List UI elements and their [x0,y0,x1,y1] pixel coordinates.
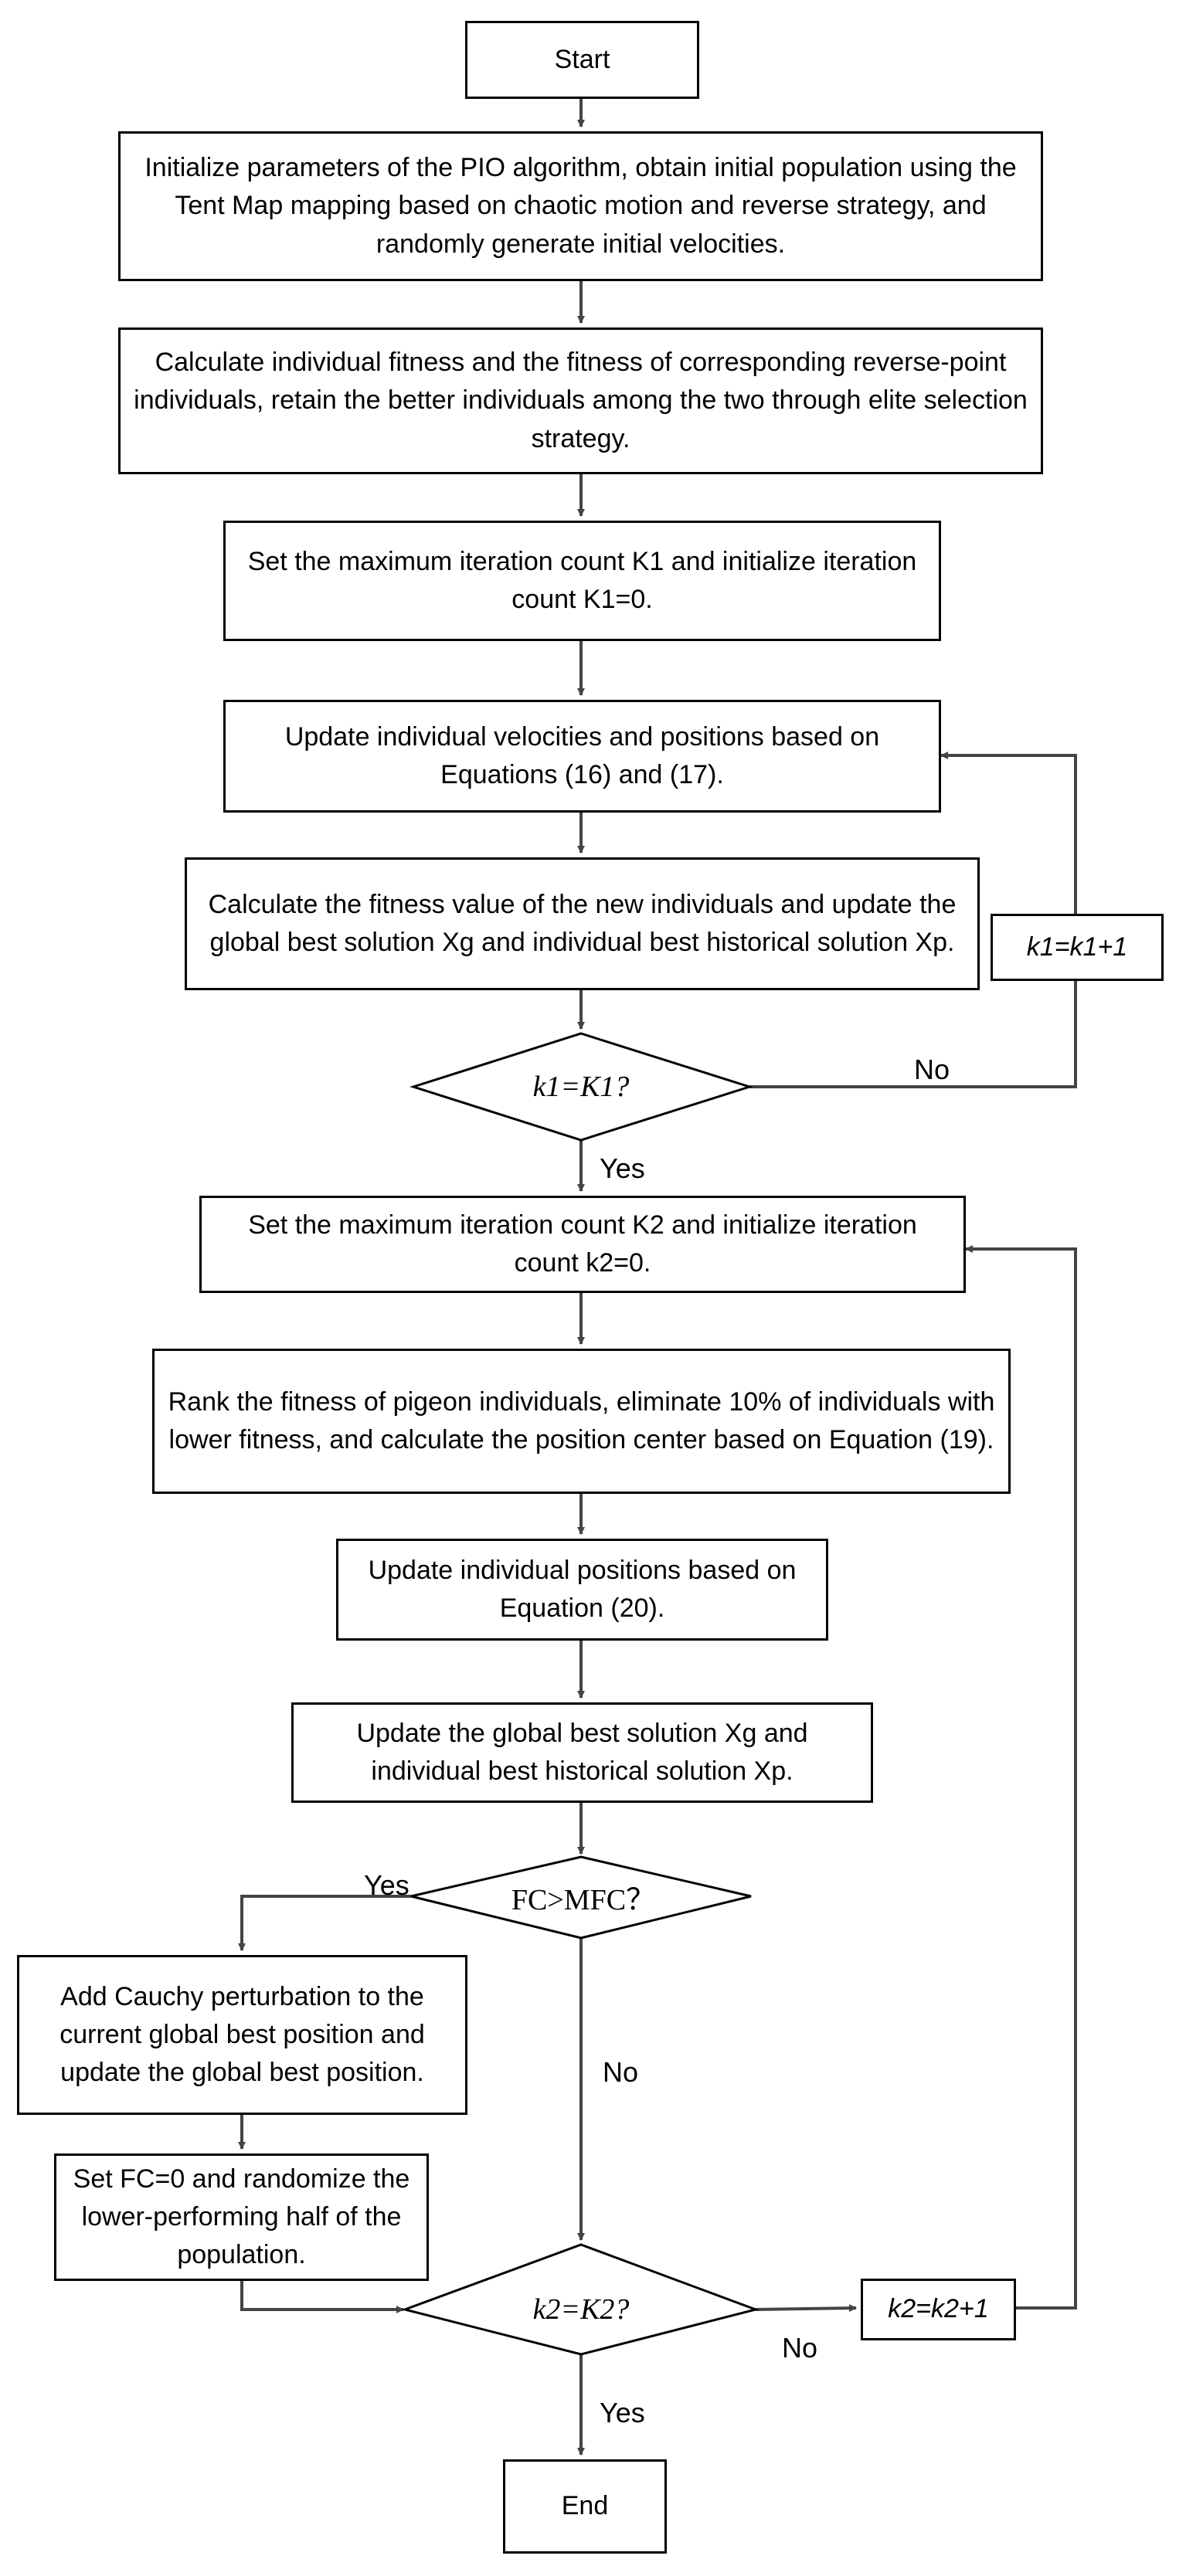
arrow-deck1-no [749,981,1077,1088]
set-k2-box: Set the maximum iteration count K2 and i… [199,1196,966,1293]
init-box: Initialize parameters of the PIO algorit… [118,131,1043,281]
arrow-k2inc-setk2 [965,1245,1077,2310]
update-velocity-box: Update individual velocities and positio… [223,700,941,813]
decision-k2-diamond [400,2243,760,2356]
set-k2-label: Set the maximum iteration count K2 and i… [248,1210,917,1278]
decision-k2-label: k2=K2? [532,2293,630,2326]
end-label: End [561,2491,609,2521]
decision-fc-diamond [410,1855,752,1940]
decision-k1-label: k1=K1? [532,1071,630,1103]
k1-no-label: No [914,1054,950,1085]
set-fc-label: Set FC=0 and randomize the lower-perform… [73,2164,410,2270]
arrow-setfc-deck2 [240,2281,404,2313]
arrow-k1inc-update [940,752,1077,914]
init-label: Initialize parameters of the PIO algorit… [144,153,1017,259]
decision-fc-label: FC>MFC？ [511,1883,656,1916]
cauchy-label: Add Cauchy perturbation to the current g… [59,1981,425,2088]
start-label: Start [554,44,610,74]
k2-increment-box: k2=k2+1 [861,2279,1016,2340]
start-node: Start [465,21,699,99]
arrow-deck2-no [755,2304,857,2313]
k1-increment-box: k1=k1+1 [991,914,1164,981]
cauchy-box: Add Cauchy perturbation to the current g… [17,1955,467,2115]
fitness-box: Calculate individual fitness and the fit… [118,328,1043,474]
fc-no-label: No [603,2056,639,2088]
end-node: End [503,2459,667,2554]
k1-yes-label: Yes [600,1152,645,1184]
update-global-label: Update the global best solution Xg and i… [356,1718,808,1786]
set-k1-label: Set the maximum iteration count K1 and i… [247,546,917,614]
k2-yes-label: Yes [600,2397,645,2428]
set-k1-box: Set the maximum iteration count K1 and i… [223,521,941,641]
set-fc-box: Set FC=0 and randomize the lower-perform… [54,2153,429,2281]
update-positions-label: Update individual positions based on Equ… [368,1555,797,1623]
k1-increment-label: k1=k1+1 [1026,932,1128,962]
arrow-decfc-yes [238,1895,411,1951]
k2-no-label: No [782,2332,818,2364]
k2-increment-label: k2=k2+1 [888,2294,989,2324]
fitness-label: Calculate individual fitness and the fit… [134,348,1028,453]
update-positions-box: Update individual positions based on Equ… [336,1539,828,1641]
update-velocity-label: Update individual velocities and positio… [284,721,880,789]
decision-k1-diamond [409,1032,753,1142]
calc-new-fitness-box: Calculate the fitness value of the new i… [185,857,980,990]
rank-box: Rank the fitness of pigeon individuals, … [152,1349,1011,1494]
rank-label: Rank the fitness of pigeon individuals, … [168,1386,995,1454]
update-global-box: Update the global best solution Xg and i… [291,1702,873,1803]
fc-yes-label: Yes [364,1869,409,1901]
calc-new-fitness-label: Calculate the fitness value of the new i… [208,889,957,957]
